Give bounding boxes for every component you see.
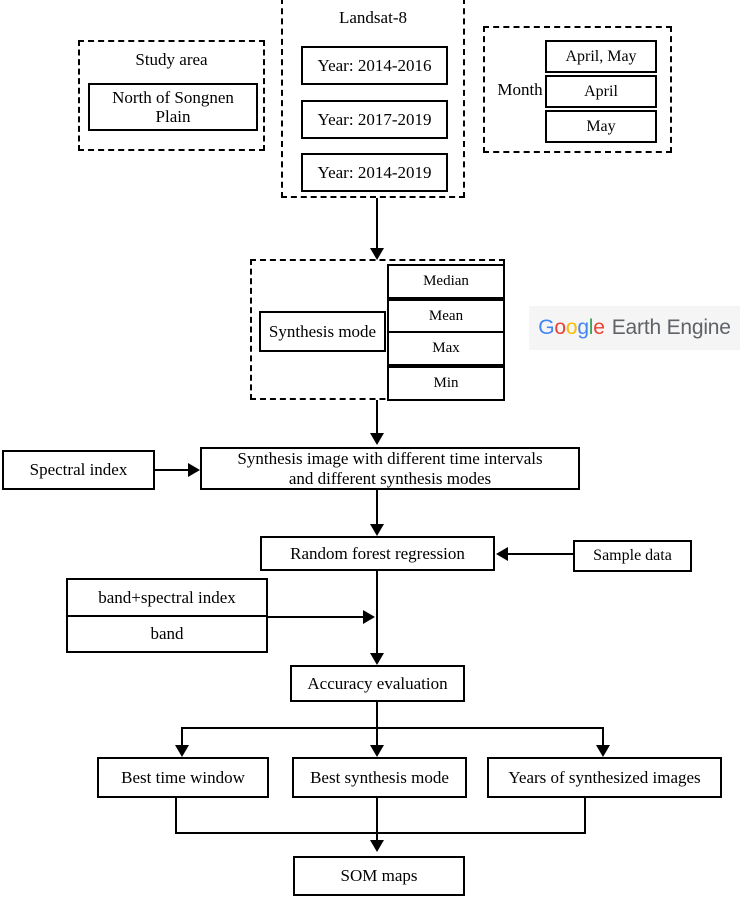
node-month-april[interactable]: April [545,75,657,108]
arrowhead-band-to-pipeline [363,610,375,624]
arrowhead-synthesis-to-image [370,433,384,445]
gee-letter-g-blue: G [538,316,555,339]
arrowhead-to-best-time-window [175,745,189,757]
gee-letter-g-blue-2: g [577,316,589,339]
connector-fanout-bus [181,727,604,729]
connector-landsat-to-synthesis [376,198,378,250]
node-landsat-year-2014-2019[interactable]: Year: 2014-2019 [301,153,448,192]
gee-letter-e-red: e [593,316,605,339]
node-landsat-year-2017-2019[interactable]: Year: 2017-2019 [301,100,448,139]
node-random-forest-regression[interactable]: Random forest regression [260,536,495,571]
node-synthesis-mode[interactable]: Synthesis mode [259,311,386,352]
connector-random-forest-to-accuracy [376,571,378,657]
study-area-group [78,40,265,151]
connector-fanout-right [602,727,604,749]
node-best-time-window[interactable]: Best time window [97,757,269,798]
arrowhead-sample-data-to-random-forest [496,547,508,561]
arrowhead-spectral-index-to-image [188,463,200,477]
node-month-april-may[interactable]: April, May [545,40,657,73]
connector-best-synthesis-mode-down [376,798,378,844]
node-best-synthesis-mode[interactable]: Best synthesis mode [292,757,467,798]
connector-fanout-left [181,727,183,749]
arrowhead-random-forest-to-accuracy [370,653,384,665]
node-synthesis-image[interactable]: Synthesis image with different time inte… [200,447,580,490]
connector-band-to-pipeline [268,616,372,618]
node-synthesis-max[interactable]: Max [387,331,505,366]
connector-accuracy-down [376,702,378,728]
node-synthesis-mean[interactable]: Mean [387,299,505,334]
landsat8-group-label: Landsat-8 [339,8,407,27]
arrowhead-to-best-synthesis-mode [370,745,384,757]
node-accuracy-evaluation[interactable]: Accuracy evaluation [290,665,465,702]
node-band-plus-spectral-index[interactable]: band+spectral index [66,578,268,617]
node-synthesis-min[interactable]: Min [387,366,505,401]
landsat8-group [281,0,465,198]
connector-years-down [584,798,586,833]
node-sample-data[interactable]: Sample data [573,540,692,572]
connector-spectral-index-to-image [155,469,190,471]
arrowhead-to-som-maps [370,840,384,852]
node-som-maps[interactable]: SOM maps [293,856,465,896]
arrowhead-to-years-of-synthesized-images [596,745,610,757]
node-month-may[interactable]: May [545,110,657,143]
gee-letter-l-green: l [588,316,594,339]
arrowhead-image-to-random-forest [370,524,384,536]
synthesis-image-line-2: and different synthesis modes [288,468,492,488]
month-group [483,26,672,153]
node-landsat-year-2014-2016[interactable]: Year: 2014-2016 [301,46,448,85]
node-years-of-synthesized-images[interactable]: Years of synthesized images [487,757,722,798]
connector-merge-bus [175,832,586,834]
gee-letter-o-red: o [554,316,566,339]
node-band[interactable]: band [66,615,268,653]
node-north-of-songnen-plain[interactable]: North of Songnen Plain [88,83,258,131]
arrowhead-landsat-to-synthesis [370,248,384,260]
study-area-group-label: Study area [135,50,208,69]
google-earth-engine-logo: G o o g l e Earth Engine [529,306,740,350]
node-synthesis-median[interactable]: Median [387,264,505,299]
connector-fanout-center [376,727,378,749]
connector-sample-data-to-random-forest [508,553,574,555]
connector-best-time-window-down [175,798,177,833]
node-spectral-index[interactable]: Spectral index [2,450,155,490]
connector-synthesis-to-image [376,400,378,435]
gee-wordmark-earth-engine: Earth Engine [611,316,731,339]
connector-image-to-random-forest [376,490,378,528]
gee-letter-o-yellow: o [565,316,578,339]
synthesis-image-line-1: Synthesis image with different time inte… [237,449,543,469]
month-group-label: Month [497,80,543,99]
